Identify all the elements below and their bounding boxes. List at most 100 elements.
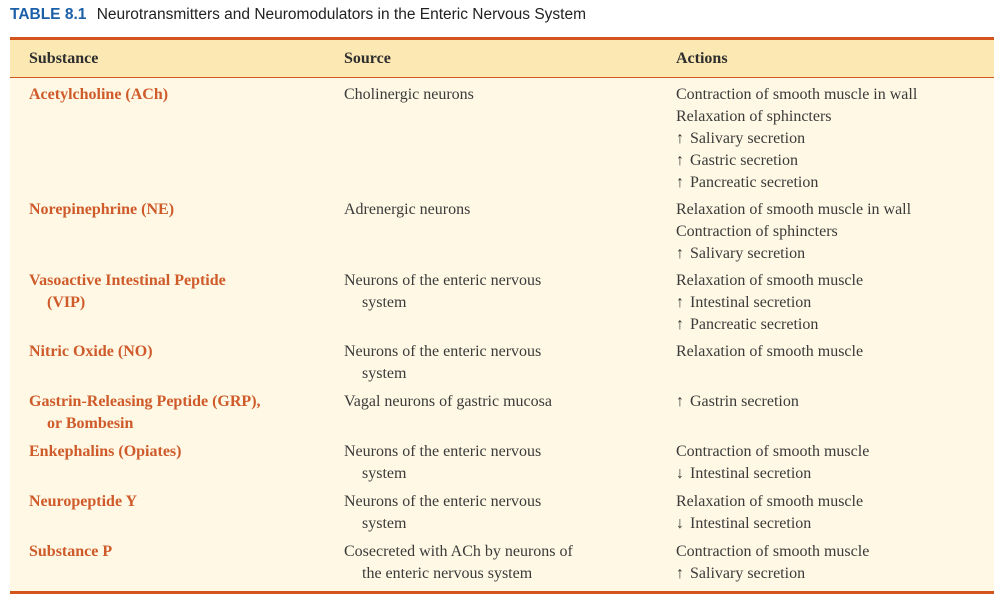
action-text: Gastric secretion: [690, 152, 798, 169]
source-cell: Neurons of the enteric nervous system: [325, 491, 658, 535]
table-caption: TABLE 8.1 Neurotransmitters and Neuromod…: [10, 6, 586, 24]
action-item: ↑ Pancreatic secretion: [676, 314, 994, 336]
substance-name: Enkephalins (Opiates): [29, 443, 182, 460]
table-title: Neurotransmitters and Neuromodulators in…: [96, 6, 587, 23]
table-row: Neuropeptide Y Neurons of the enteric ner…: [10, 491, 994, 535]
source-text: Adrenergic neurons: [344, 201, 471, 218]
substance-cell: Neuropeptide Y: [10, 491, 325, 535]
table-row: Norepinephrine (NE) Adrenergic neurons Rel…: [10, 199, 994, 265]
source-text: system: [362, 465, 407, 482]
source-text: the enteric nervous system: [362, 565, 533, 582]
actions-cell: Relaxation of smooth muscle↓Intestinal s…: [658, 491, 994, 535]
arrow-up-icon: ↑: [676, 565, 684, 582]
action-text: Contraction of smooth muscle: [676, 543, 870, 560]
action-text: Relaxation of smooth muscle in wall: [676, 201, 912, 218]
table-row: Nitric Oxide (NO)Neurons of the enteric …: [10, 341, 994, 385]
action-item: ↑ Pancreatic secretion: [676, 172, 994, 194]
source-text: Neurons of the enteric nervous: [344, 343, 542, 360]
substance-cell: Nitric Oxide (NO): [10, 341, 325, 385]
column-header-actions: Actions: [676, 49, 728, 67]
substance-name: Acetylcholine (ACh): [29, 86, 169, 103]
column-header-substance: Substance: [29, 49, 99, 67]
arrow-up-icon: ↑: [676, 294, 684, 311]
action-text: Relaxation of smooth muscle: [676, 272, 864, 289]
table-row: Acetylcholine (ACh) Cholinergic neurons Co…: [10, 84, 994, 194]
actions-cell: Contraction of smooth muscle ↑ Salivary se…: [658, 541, 994, 585]
action-item: Relaxation of smooth muscle in wall: [676, 199, 994, 221]
action-text: Relaxation of smooth muscle: [676, 343, 864, 360]
source-cell: Cholinergic neurons: [325, 84, 658, 194]
source-text: Vagal neurons of gastric mucosa: [344, 393, 552, 410]
substance-cell: Acetylcholine (ACh): [10, 84, 325, 194]
action-item: Contraction of smooth muscle in wall: [676, 84, 994, 106]
source-cell: Adrenergic neurons: [325, 199, 658, 265]
source-text: Cholinergic neurons: [344, 86, 474, 103]
table-row: Vasoactive Intestinal Peptide (VIP) Neuron…: [10, 270, 994, 336]
table-number: TABLE 8.1: [10, 6, 87, 23]
arrow-up-icon: ↑: [676, 130, 684, 147]
arrow-up-icon: ↑: [676, 393, 684, 410]
action-text: Salivary secretion: [690, 245, 806, 262]
action-text: Relaxation of sphincters: [676, 108, 832, 125]
action-text: Contraction of smooth muscle: [676, 443, 870, 460]
action-item: ↑ Gastrin secretion: [676, 391, 994, 413]
source-text: Cosecreted with ACh by neurons of: [344, 543, 573, 560]
action-item: ↑ Salivary secretion: [676, 243, 994, 265]
actions-cell: ↑ Gastrin secretion: [658, 391, 994, 435]
action-item: Contraction of smooth muscle: [676, 541, 994, 563]
arrow-down-icon: ↓: [676, 515, 684, 532]
action-item: ↓ Intestinal secretion: [676, 513, 994, 535]
action-item: ↑ Salivary secretion: [676, 563, 994, 585]
substance-cell: Substance P: [10, 541, 325, 585]
substance-name: or Bombesin: [47, 415, 134, 432]
action-item: ↑ Salivary secretion: [676, 128, 994, 150]
source-text: system: [362, 294, 407, 311]
table-header-row: Substance Source Actions: [10, 40, 994, 78]
arrow-up-icon: ↑: [676, 152, 684, 169]
arrow-down-icon: ↓: [676, 465, 684, 482]
actions-cell: Contraction of smooth muscle ↓ Intestinal …: [658, 441, 994, 485]
substance-name: Neuropeptide Y: [29, 493, 137, 510]
source-cell: Neurons of the enteric nervous system: [325, 441, 658, 485]
data-table: Substance Source Actions Acetylcholine (…: [10, 37, 994, 594]
action-item: Contraction of smooth muscle: [676, 441, 994, 463]
arrow-up-icon: ↑: [676, 245, 684, 262]
action-text: Gastrin secretion: [690, 393, 799, 410]
substance-cell: Vasoactive Intestinal Peptide (VIP): [10, 270, 325, 336]
action-item: Relaxation of smooth muscle: [676, 341, 994, 363]
action-text: Salivary secretion: [690, 565, 806, 582]
action-text: Intestinal secretion: [690, 465, 812, 482]
substance-name: (VIP): [47, 294, 86, 311]
substance-cell: Gastrin-Releasing Peptide (GRP), or Bombe…: [10, 391, 325, 435]
table-row: Gastrin-Releasing Peptide (GRP), or Bombe…: [10, 391, 994, 435]
action-text: Salivary secretion: [690, 130, 806, 147]
substance-cell: Enkephalins (Opiates): [10, 441, 325, 485]
arrow-up-icon: ↑: [676, 174, 684, 191]
table-bottom-rule: [10, 591, 994, 594]
substance-name: Vasoactive Intestinal Peptide: [29, 272, 226, 289]
action-item: Relaxation of sphincters: [676, 106, 994, 128]
action-item: ↑ Intestinal secretion: [676, 292, 994, 314]
source-text: Neurons of the enteric nervous: [344, 493, 542, 510]
substance-name: Gastrin-Releasing Peptide (GRP),: [29, 393, 261, 410]
action-text: Intestinal secretion: [690, 515, 812, 532]
action-text: Contraction of smooth muscle in wall: [676, 86, 918, 103]
arrow-up-icon: ↑: [676, 316, 684, 333]
table-row: Substance P Cosecreted with ACh by neuron…: [10, 541, 994, 585]
substance-cell: Norepinephrine (NE): [10, 199, 325, 265]
action-text: Pancreatic secretion: [690, 174, 819, 191]
action-text: Pancreatic secretion: [690, 316, 819, 333]
actions-cell: Relaxation of smooth muscle: [658, 341, 994, 385]
action-text: Intestinal secretion: [690, 294, 812, 311]
source-text: Neurons of the enteric nervous: [344, 443, 542, 460]
table-row: Enkephalins (Opiates) Neurons of the ente…: [10, 441, 994, 485]
source-text: system: [362, 515, 407, 532]
action-text: Contraction of sphincters: [676, 223, 838, 240]
column-header-source: Source: [344, 49, 391, 67]
